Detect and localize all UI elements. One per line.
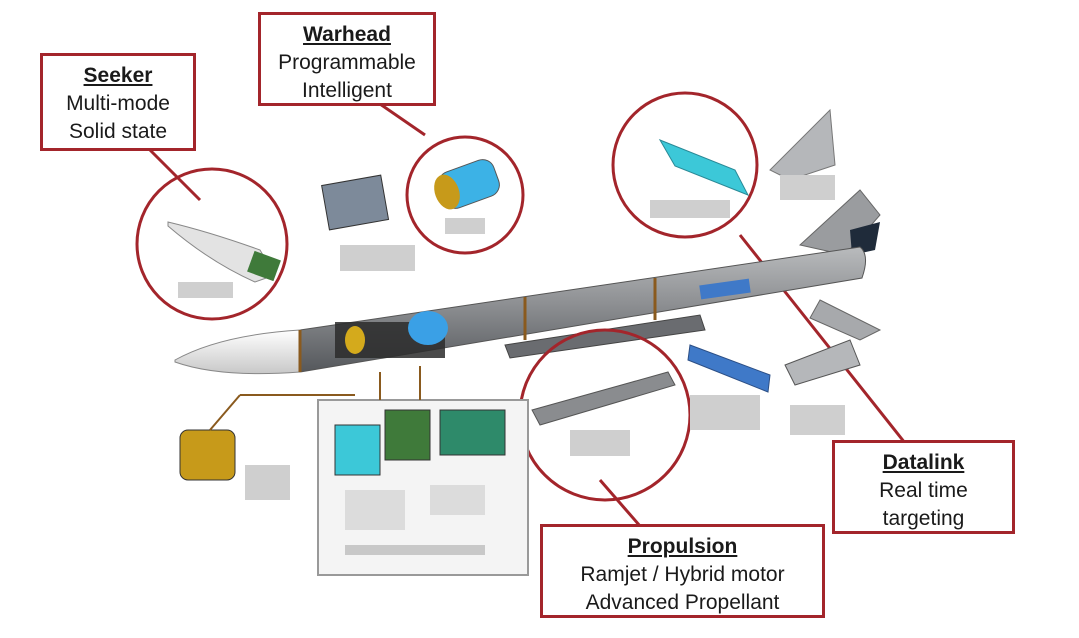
mid-rear-fin [850,222,880,255]
fin-actuator-image [784,339,861,386]
propulsion-line-1: Ramjet / Hybrid motor [580,563,785,586]
lower-rear-fin [809,299,882,341]
imu-connector-line [209,394,241,431]
cutaway-warhead [408,311,448,345]
seeker-callout: Seeker Multi-mode Solid state [40,53,196,151]
power-signal-caption [430,485,485,515]
propulsion-title: Propulsion [627,535,738,558]
datalink-highlight-circle [611,91,759,239]
control-unit-image [687,344,771,393]
propulsion-callout: Propulsion Ramjet / Hybrid motor Advance… [540,524,825,618]
seeker-line-1: Multi-mode [66,92,170,115]
seeker-electronics [247,250,281,282]
processing-caption [340,245,415,271]
warhead-title: Warhead [303,23,391,46]
datalink-line-1: Real time [879,479,968,502]
propulsion-leader-line [598,479,642,527]
power-signal-title [345,545,485,555]
seeker-caption [178,282,233,298]
warhead-highlight-circle [405,135,525,255]
warhead-line-2: Intelligent [302,79,392,102]
warhead-cap [434,174,460,210]
datalink-module [658,138,750,196]
warhead-callout: Warhead Programmable Intelligent [258,12,436,106]
warhead-caption [445,218,485,234]
seeker-line-2: Solid state [68,120,168,143]
imu-caption [245,465,290,500]
signal-board [384,409,431,461]
seeker-highlight-circle [135,167,289,321]
control-fin-image [769,108,836,181]
control-fin-caption [780,175,835,200]
seeker-title: Seeker [83,64,153,87]
cutaway-datalink-bay [699,278,751,300]
datalink-caption [650,200,730,218]
fin-actuator-caption [790,405,845,435]
power-board [334,424,381,476]
datalink-callout: Datalink Real time targeting [832,440,1015,534]
seeker-leader-line [148,148,202,202]
missile-nose-cone [174,329,301,375]
control-unit-caption [690,395,760,430]
propulsion-grain [531,371,676,426]
propulsion-line-2: Advanced Propellant [585,591,780,614]
processing-subsystem-image [321,174,390,231]
seeker-subsystem-image [167,221,276,283]
power-signal-caption [345,490,405,530]
datalink-title: Datalink [882,451,965,474]
datalink-line-2: targeting [882,507,965,530]
propulsion-caption [570,430,630,456]
cutaway-gold-module [345,326,365,354]
control-board [439,409,506,456]
warhead-leader-line [379,102,426,137]
warhead-line-1: Programmable [278,51,416,74]
imu-subsystem-image [179,429,236,481]
